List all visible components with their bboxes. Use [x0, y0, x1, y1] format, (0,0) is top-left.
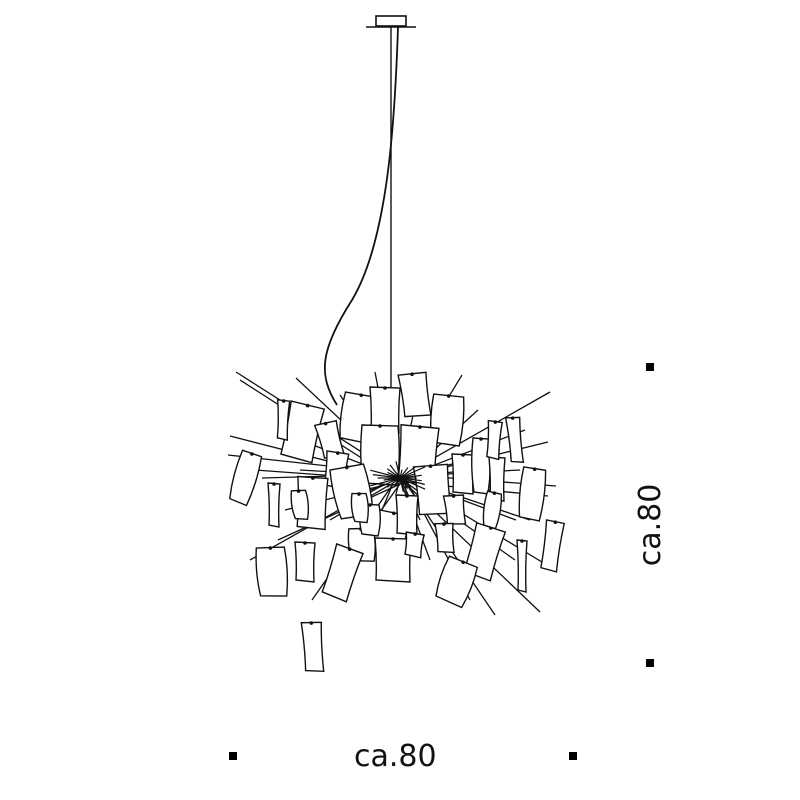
lamp-leaf-shape	[227, 450, 263, 506]
lamp-leaf-clip	[303, 541, 307, 545]
lamp-leaf	[506, 416, 525, 464]
lamp-leaf-clip	[383, 386, 387, 390]
lamp-leaf-shape	[290, 489, 310, 521]
lamp-leaf	[321, 543, 364, 602]
lamp-leaf	[517, 466, 547, 521]
lamp-leaf-shape	[506, 416, 525, 463]
width-end-marker	[569, 752, 577, 760]
width-start-marker	[229, 752, 237, 760]
lamp-leaf	[276, 399, 289, 440]
lamp-leaf	[481, 490, 503, 529]
lamp-leaf-clip	[378, 424, 382, 428]
lamp-leaf-shape	[321, 544, 364, 602]
lamp-leaf	[268, 482, 280, 527]
ceiling-mount	[366, 16, 416, 27]
lamp-leaf-shape	[443, 494, 466, 526]
height-bottom-marker	[646, 659, 654, 667]
lamp-leaf-shape	[351, 492, 370, 523]
lamp-leaf-shape	[268, 483, 280, 527]
lamp-leaf-shape	[398, 371, 432, 418]
lamp-leaf	[396, 494, 418, 535]
lamp-leaf-clip	[272, 482, 276, 486]
lamp-leaf	[517, 539, 527, 592]
lamp-leaf	[290, 488, 310, 520]
lamp-leaf	[398, 370, 432, 418]
lamp-leaf-clip	[520, 539, 524, 543]
lamp-leaf	[375, 537, 411, 582]
lamp-leaf	[435, 522, 455, 554]
height-top-marker	[646, 363, 654, 371]
lamp-leaf	[452, 453, 474, 494]
lamp-leaf-shape	[276, 400, 289, 440]
lamp-leaf-shape	[435, 522, 455, 553]
lamp-leaf-shape	[517, 467, 547, 521]
lamp-leaf-clip	[461, 453, 465, 457]
lamp-leaf-shape	[540, 520, 565, 572]
lamp-leaf	[540, 519, 565, 572]
lamp-leaf-clip	[479, 437, 483, 441]
width-dimension-label: ca.80	[354, 742, 437, 772]
lamp-leaf	[301, 621, 324, 673]
lamp-leaf	[404, 531, 424, 558]
lamp-leaf-shape	[255, 546, 289, 598]
lamp-leaf-shape	[452, 454, 474, 494]
power-cable	[325, 27, 398, 405]
lamp-leaf-shape	[301, 621, 324, 672]
lamp-leaf-clip	[405, 494, 409, 498]
lamp-leaf	[351, 492, 370, 524]
lamp-leaf	[295, 541, 315, 582]
lamp-leaf-shape	[404, 532, 424, 558]
lamp-leaf-shape	[295, 542, 315, 582]
lamp-leaf-shape	[517, 540, 527, 592]
lamp-leaf	[255, 545, 289, 598]
lamp-leaf	[443, 493, 466, 526]
lamp-leaves	[227, 370, 565, 672]
height-dimension-label: ca.80	[636, 484, 666, 567]
lamp-leaf-shape	[481, 491, 502, 529]
lamp-leaf-shape	[396, 495, 418, 535]
lamp-leaf-clip	[391, 537, 395, 541]
lamp-leaf	[227, 449, 263, 506]
